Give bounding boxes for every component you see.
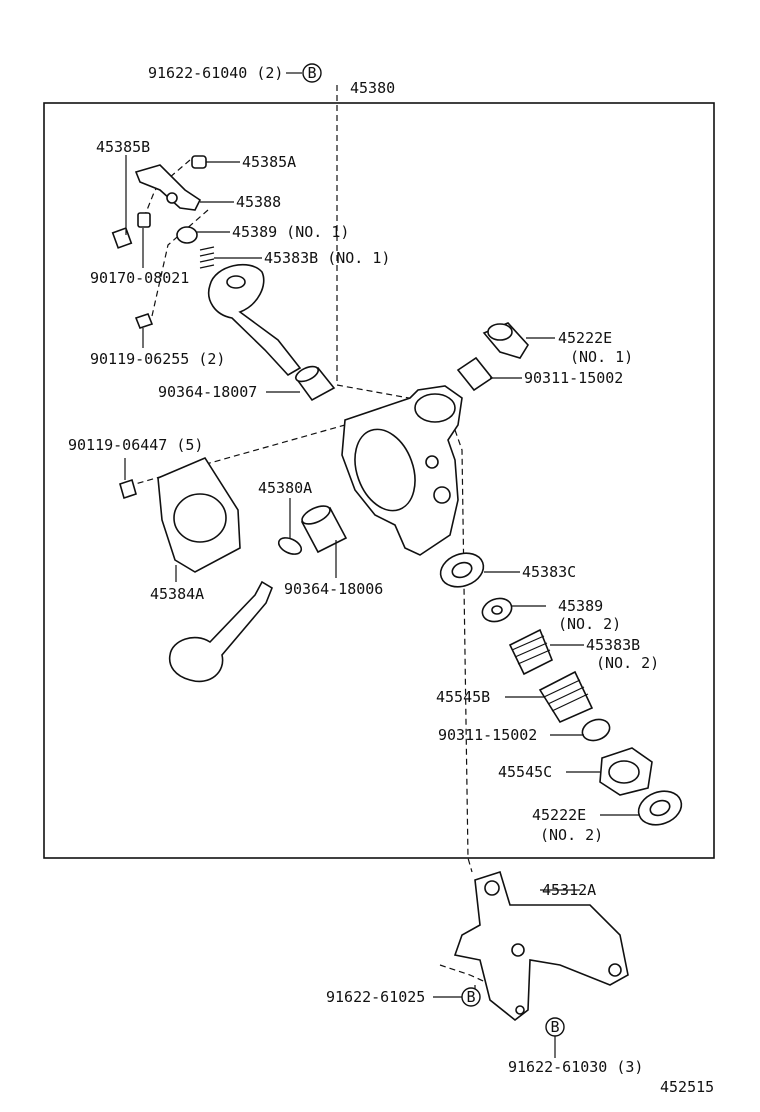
assembly-frame [43,102,715,859]
bracket-part [453,870,629,1022]
reference-line [127,424,346,487]
bushing-end [301,505,331,525]
reference-line [144,159,191,216]
reference-line [336,85,421,401]
callout-label: 91622-61025 [326,988,425,1006]
adjuster-threads [543,679,589,712]
pinion-shaft-part [168,580,273,683]
marker-letter: B [307,64,316,82]
callout-label: 45383B [586,636,640,654]
bracket-hole [608,963,622,977]
bracket-hole [515,1005,525,1015]
pin-part [191,155,207,169]
callout-label: 45545B [436,688,490,706]
callout-label: 45545C [498,763,552,781]
marker-letter: B [466,988,475,1006]
lever-part [134,164,202,211]
diagram-id: 452515 [660,1078,714,1096]
screw-part [111,227,133,249]
adjuster-part [538,670,594,724]
marker-b: B [545,1017,565,1037]
bracket-hole [484,880,500,896]
housing-boss [425,455,439,469]
seal-part [277,537,303,555]
cap-inner [649,799,671,817]
callout-label: (NO. 1) [570,348,633,366]
gear-shaft-part [208,263,302,377]
callout-label: 90311-15002 [438,726,537,744]
callout-label: 45389 [558,597,603,615]
callout-label: 90170-08021 [90,269,189,287]
callout-label: 45222E [558,329,612,347]
callout-label: (NO. 2) [558,615,621,633]
seat-part [176,226,198,244]
reference-line [439,964,493,986]
cap-top [487,323,513,341]
marker-letter: B [550,1018,559,1036]
bolt-part [119,478,137,500]
callout-label: 45389 (NO. 1) [232,223,349,241]
callout-label: 45312A [542,881,596,899]
callout-label: 45385A [242,153,296,171]
bolt-part [134,313,154,329]
reference-line [454,429,473,873]
washer-hole [491,605,503,615]
spring-coils [511,635,551,665]
housing-port [414,393,456,423]
callout-label: (NO. 2) [540,826,603,844]
needle-bearing-part [581,718,611,742]
callout-label: 90364-18007 [158,383,257,401]
spacer-part [137,212,151,228]
bracket-hole [511,943,525,957]
reference-line [151,209,209,317]
locknut-hole [608,760,640,784]
lever-hole [166,192,178,204]
callout-label: 91622-61040 (2) [148,64,283,82]
callout-label: 90364-18006 [284,580,383,598]
callout-label: 45388 [236,193,281,211]
housing-opening [354,428,416,512]
callout-label: 91622-61030 (3) [508,1058,643,1076]
cover-disc [173,493,227,543]
callout-label: 90311-15002 [524,369,623,387]
spring-part [199,246,215,269]
callout-label: 45383C [522,563,576,581]
callout-label: 45380A [258,479,312,497]
housing-boss [433,486,451,504]
needle-bearing-part [456,356,494,392]
shaft-bore [226,275,246,289]
marker-b: B [461,987,481,1007]
callout-label: 45383B (NO. 1) [264,249,390,267]
bushing-end [295,365,319,383]
callout-label: (NO. 2) [596,654,659,672]
callout-label: 45380 [350,79,395,97]
callout-label: 90119-06447 (5) [68,436,203,454]
callout-label: 90119-06255 (2) [90,350,225,368]
callout-label: 45384A [150,585,204,603]
callout-label: 45222E [532,806,586,824]
bearing-inner [451,561,473,579]
callout-label: 45385B [96,138,150,156]
marker-b: B [302,63,322,83]
